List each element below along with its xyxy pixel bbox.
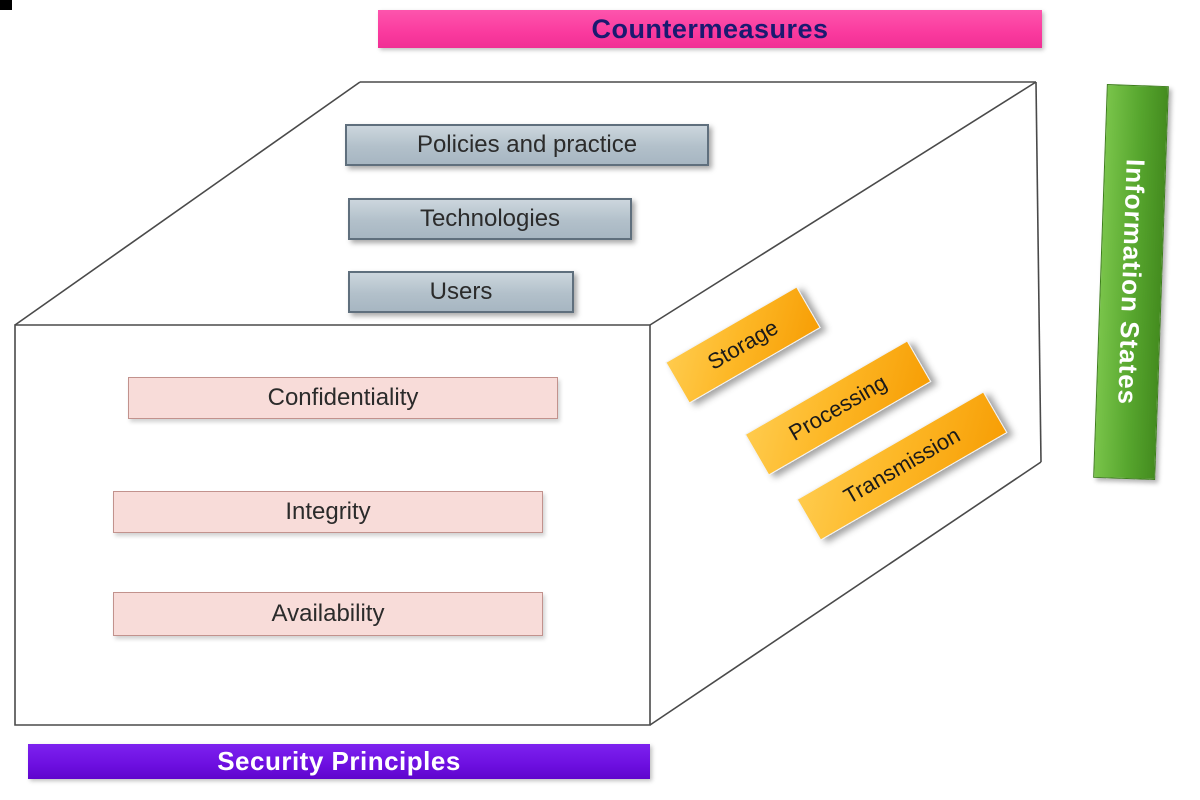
information-states-label: Information States [1112, 158, 1151, 406]
cube-edge-bottom-right [649, 461, 1042, 726]
countermeasures-banner: Countermeasures [378, 10, 1042, 48]
cube-edge-back-right [1035, 81, 1042, 463]
box-integrity: Integrity [113, 491, 543, 533]
security-principles-banner: Security Principles [28, 744, 650, 779]
box-policies-and-practice: Policies and practice [345, 124, 709, 166]
box-availability: Availability [113, 592, 543, 636]
corner-artifact [0, 0, 12, 10]
box-technologies: Technologies [348, 198, 632, 240]
box-users: Users [348, 271, 574, 313]
box-confidentiality: Confidentiality [128, 377, 558, 419]
cube-edge-top-left [14, 81, 361, 326]
cube-edge-top-right [649, 81, 1037, 326]
